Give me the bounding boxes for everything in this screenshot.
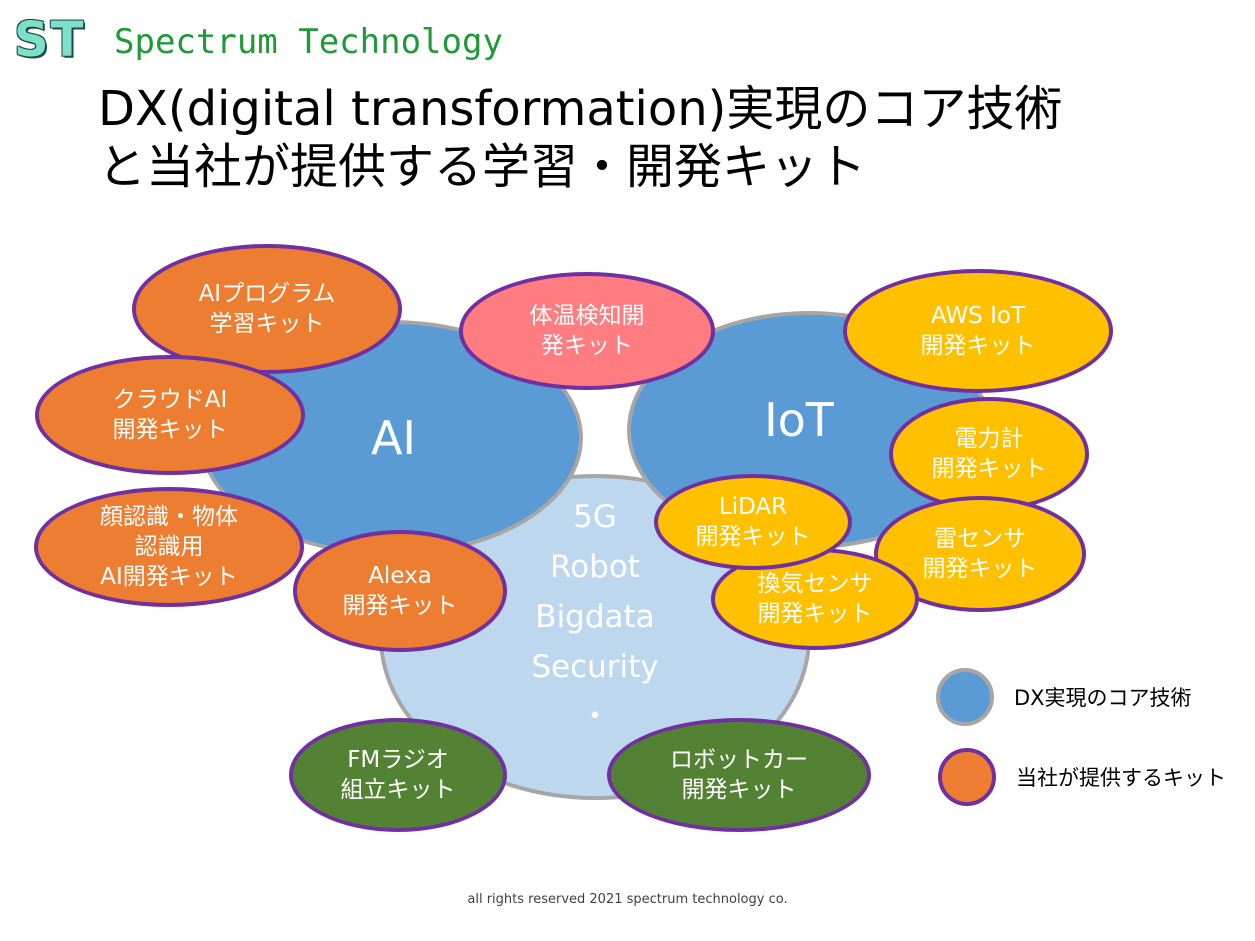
title-line-1: DX(digital transformation)実現のコア技術 <box>98 81 1063 137</box>
kit-power-meter-label: 電力計 開発キット <box>931 426 1047 482</box>
kit-power-meter: 電力計 開発キット <box>889 397 1089 511</box>
company-name: Spectrum Technology <box>114 22 503 62</box>
core-ai-label: AI <box>370 411 417 465</box>
kit-face-recognition-label: 顔認識・物体 認識用 AI開発キット <box>100 504 238 590</box>
kit-fm-radio-label: FMラジオ 組立キット <box>340 747 456 803</box>
logo-mark: ST <box>14 12 86 68</box>
kit-robot-car: ロボットカー 開発キット <box>607 718 871 832</box>
kit-temperature-detection: 体温検知開 発キット <box>459 272 715 390</box>
kit-aws-iot-label: AWS IoT 開発キット <box>920 303 1036 359</box>
kit-robot-car-label: ロボットカー 開発キット <box>670 747 808 803</box>
copyright-footer: all rights reserved 2021 spectrum techno… <box>467 892 788 907</box>
kit-thunder-sensor-label: 雷センサ 開発キット <box>922 526 1038 582</box>
title-line-2: と当社が提供する学習・開発キット <box>98 139 867 195</box>
kit-ventilation-sensor-label: 換気センサ 開発キット <box>757 571 873 627</box>
kit-ai-program-label: AIプログラム 学習キット <box>198 281 336 337</box>
kit-alexa: Alexa 開発キット <box>293 530 507 652</box>
legend-kit-swatch <box>938 748 996 806</box>
kit-lidar: LiDAR 開発キット <box>654 474 852 570</box>
core-other-label: 5G Robot Bigdata Security ・ <box>531 499 659 735</box>
kit-aws-iot: AWS IoT 開発キット <box>843 269 1113 393</box>
legend-core-label: DX実現のコア技術 <box>1014 686 1192 710</box>
core-iot-label: IoT <box>764 393 834 447</box>
legend-kit-label: 当社が提供するキット <box>1016 766 1226 790</box>
page-title: DX(digital transformation)実現のコア技術 と当社が提供… <box>98 80 1062 196</box>
legend-core-swatch <box>936 668 994 726</box>
kit-fm-radio: FMラジオ 組立キット <box>289 718 507 832</box>
kit-cloud-ai-label: クラウドAI 開発キット <box>112 387 228 443</box>
kit-temperature-label: 体温検知開 発キット <box>529 303 645 359</box>
kit-alexa-label: Alexa 開発キット <box>342 563 458 619</box>
kit-ai-program: AIプログラム 学習キット <box>132 244 402 374</box>
kit-lidar-label: LiDAR 開発キット <box>695 494 811 550</box>
kit-face-recognition: 顔認識・物体 認識用 AI開発キット <box>34 487 304 607</box>
kit-cloud-ai: クラウドAI 開発キット <box>35 355 305 475</box>
